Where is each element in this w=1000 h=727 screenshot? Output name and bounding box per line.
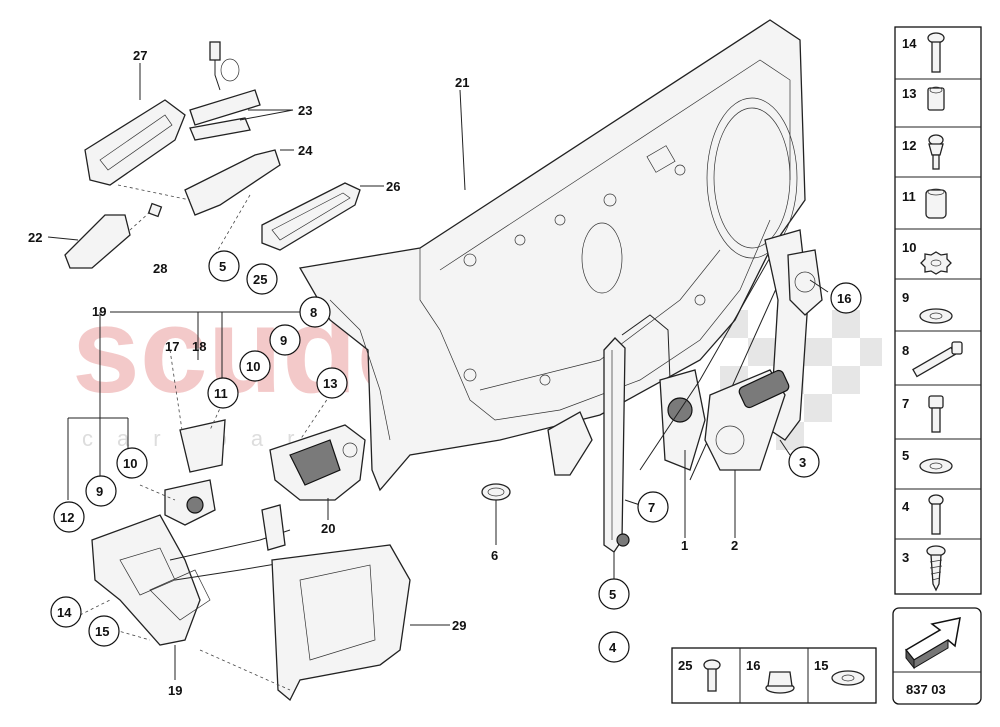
screw-icon — [928, 134, 944, 170]
circle-label-5-right: 5 — [609, 587, 616, 602]
legend-item-11: 11 — [902, 189, 916, 204]
grommet — [481, 483, 511, 501]
window-motor — [704, 369, 790, 471]
label-22: 22 — [28, 230, 42, 245]
circle-label-7: 7 — [648, 500, 655, 515]
label-2: 2 — [731, 538, 738, 553]
handle-seal — [261, 182, 361, 251]
label-27: 27 — [133, 48, 147, 63]
legend-item-15: 15 — [814, 658, 828, 673]
circle-label-14: 14 — [57, 605, 72, 620]
circle-label-25: 25 — [253, 272, 267, 287]
circle-label-5: 5 — [219, 259, 226, 274]
regulator-actuator — [787, 249, 823, 316]
label-6: 6 — [491, 548, 498, 563]
label-29: 29 — [452, 618, 466, 633]
circle-label-3: 3 — [799, 455, 806, 470]
label-26: 26 — [386, 179, 400, 194]
legend-item-13: 13 — [902, 86, 916, 101]
label-28: 28 — [153, 261, 167, 276]
circle-label-10-top: 10 — [246, 359, 260, 374]
arrow-icon — [904, 617, 961, 670]
diagram-code-box[interactable]: 837 03 — [892, 607, 982, 705]
label-17: 17 — [165, 339, 179, 354]
handle-lever — [184, 149, 281, 216]
washer-icon — [919, 308, 953, 324]
cap-screw-icon — [703, 659, 721, 692]
self-tapping-screw-icon — [926, 545, 946, 592]
handle-cover — [64, 214, 131, 269]
outer-handle-bezel — [84, 99, 186, 186]
label-1: 1 — [681, 538, 688, 553]
circle-label-13: 13 — [323, 376, 337, 391]
legend-item-25: 25 — [678, 658, 692, 673]
circle-label-12: 12 — [60, 510, 74, 525]
door-inner-panel — [298, 19, 806, 492]
legend-item-16: 16 — [746, 658, 760, 673]
label-24: 24 — [298, 143, 313, 158]
diagram-code-text: 837 03 — [906, 682, 946, 697]
switch-module — [189, 41, 261, 141]
label-19-bottom: 19 — [168, 683, 182, 698]
legend-item-12: 12 — [902, 138, 916, 153]
legend-item-8: 8 — [902, 343, 909, 358]
circle-label-11: 11 — [214, 386, 228, 401]
label-20: 20 — [321, 521, 335, 536]
flat-washer-icon — [919, 458, 953, 474]
nut-icon — [927, 86, 945, 111]
bolt-icon — [927, 32, 945, 73]
lock-washer-icon — [920, 251, 952, 275]
inner-handle-frame — [91, 504, 301, 646]
inner-latch-bracket — [164, 419, 226, 526]
circle-label-9-left: 9 — [96, 484, 103, 499]
legend-item-5: 5 — [902, 448, 909, 463]
legend-item-4: 4 — [902, 499, 910, 514]
circle-label-15: 15 — [95, 624, 109, 639]
flange-bolt-icon — [928, 395, 944, 433]
label-18: 18 — [192, 339, 206, 354]
circle-label-9-top: 9 — [280, 333, 287, 348]
bushing-icon — [925, 188, 947, 219]
flange-nut-icon — [765, 671, 795, 694]
small-clip — [147, 202, 163, 218]
label-19-top: 19 — [92, 304, 106, 319]
legend-item-14: 14 — [902, 36, 917, 51]
fastener-legend-column: 14 13 12 11 10 9 8 — [894, 26, 982, 595]
label-21: 21 — [455, 75, 469, 90]
circle-label-4: 4 — [609, 640, 617, 655]
circle-label-16: 16 — [837, 291, 851, 306]
legend-item-10: 10 — [902, 240, 916, 255]
long-bolt-icon — [912, 341, 963, 378]
plain-labels: 27 23 24 26 21 22 28 19 17 18 20 6 1 2 2… — [28, 48, 738, 698]
legend-item-7: 7 — [902, 396, 909, 411]
label-23: 23 — [298, 103, 312, 118]
trim-bracket — [271, 544, 411, 702]
legend-item-3: 3 — [902, 550, 909, 565]
circle-label-10-left: 10 — [123, 456, 137, 471]
collar-bolt-icon — [928, 494, 944, 535]
circle-label-8: 8 — [310, 305, 317, 320]
leader-lines — [47, 63, 829, 691]
fastener-legend-bottom: 25 16 15 — [671, 647, 877, 704]
legend-item-9: 9 — [902, 290, 909, 305]
circled-labels: 5 25 8 9 10 11 13 10 9 12 14 15 7 3 16 5… — [50, 250, 862, 663]
door-lock — [269, 424, 366, 501]
plain-washer-icon — [831, 670, 865, 686]
